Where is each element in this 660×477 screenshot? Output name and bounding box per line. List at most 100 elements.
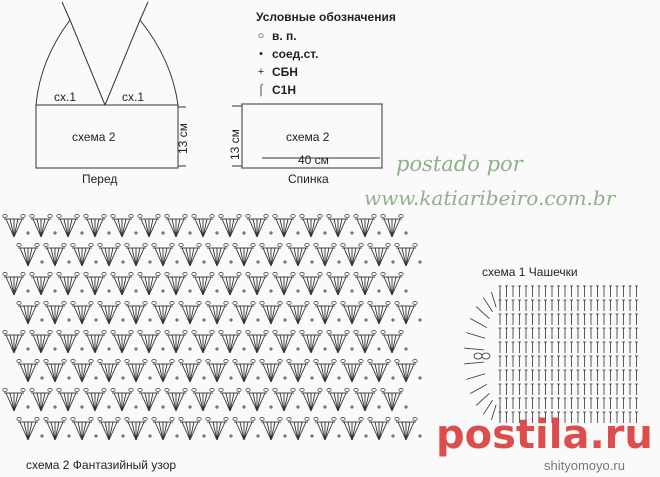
fan-motif (2, 388, 30, 412)
watermark-posted-by: postado por (396, 152, 523, 176)
legend-item-label: соед.ст. (272, 47, 319, 61)
fan-motif (178, 243, 206, 267)
fan-motif (394, 243, 422, 267)
fan-motif (191, 214, 219, 238)
back-width-label: 40 см (298, 153, 329, 167)
cup-row (498, 313, 638, 325)
fan-motif (245, 214, 273, 238)
fan-motif (97, 243, 125, 267)
fan-motif (353, 272, 381, 296)
fan-motif (245, 388, 273, 412)
fan-motif (380, 214, 408, 238)
fan-motif (380, 388, 408, 412)
fan-motif (259, 243, 287, 267)
fan-motif (56, 330, 84, 354)
fan-motif (137, 388, 165, 412)
front-body-label: схема 2 (72, 130, 116, 144)
fan-motif (43, 243, 71, 267)
postila-watermark: postila.ru (436, 412, 653, 458)
legend-item-label: в. п. (272, 29, 297, 43)
fan-motif (326, 330, 354, 354)
fan-motif (340, 243, 368, 267)
cup-row (498, 355, 638, 367)
fan-motif (124, 243, 152, 267)
fan-motif (286, 301, 314, 325)
fan-motif (2, 272, 30, 296)
fan-motif (272, 330, 300, 354)
fan-motif (191, 388, 219, 412)
fan-motif (83, 330, 111, 354)
fan-motif (394, 301, 422, 325)
fan-motif (299, 214, 327, 238)
fan-motif (16, 359, 44, 383)
fan-motif (272, 214, 300, 238)
fan-motif (2, 330, 30, 354)
fan-motif (178, 359, 206, 383)
fan-motif (205, 301, 233, 325)
fan-motif (299, 388, 327, 412)
legend-title: Условные обозначения (256, 10, 396, 24)
fan-motif (29, 388, 57, 412)
fan-motif (70, 359, 98, 383)
double-crochet-symbol-icon: ⌠ (257, 84, 265, 96)
fan-motif (70, 301, 98, 325)
fan-motif (394, 359, 422, 383)
fan-motif (2, 214, 30, 238)
fan-motif (124, 417, 152, 441)
fan-motif (151, 359, 179, 383)
fan-motif (232, 243, 260, 267)
fan-motif (110, 388, 138, 412)
fan-motif (110, 330, 138, 354)
fan-motif (272, 388, 300, 412)
fan-motif (353, 214, 381, 238)
fan-motif (83, 214, 111, 238)
fan-motif (16, 417, 44, 441)
fan-motif (340, 301, 368, 325)
legend-item-slst: • соед.ст. (256, 45, 396, 63)
fan-motif (367, 359, 395, 383)
cup-row (498, 383, 638, 395)
fan-motif (326, 272, 354, 296)
fan-motif (367, 417, 395, 441)
fan-motif (151, 417, 179, 441)
fan-motif (16, 243, 44, 267)
fan-motif (205, 243, 233, 267)
watermark-site: www.katiaribeiro.com.br (364, 186, 616, 210)
cup-row (498, 369, 638, 381)
legend-item-ch: ○ в. п. (256, 27, 396, 45)
fan-motif (218, 214, 246, 238)
legend-item-sc: + СБН (256, 63, 396, 81)
fan-motif (313, 243, 341, 267)
fan-motif (137, 272, 165, 296)
fan-motif (16, 301, 44, 325)
fan-motif (164, 272, 192, 296)
fan-motif (232, 417, 260, 441)
fan-motif (124, 359, 152, 383)
fan-motif (232, 359, 260, 383)
back-body-label: схема 2 (286, 130, 330, 144)
fan-motif (29, 272, 57, 296)
cup-rounded-end (464, 290, 501, 422)
legend-item-label: СБН (272, 65, 298, 79)
fan-motif (70, 243, 98, 267)
legend-item-label: С1Н (272, 83, 297, 97)
fan-motif (56, 272, 84, 296)
fan-motif (313, 301, 341, 325)
fan-motif (259, 417, 287, 441)
site-watermark: shityomoyo.ru (544, 458, 625, 473)
fan-motif (70, 417, 98, 441)
fan-motif (191, 330, 219, 354)
fan-motif (272, 272, 300, 296)
fan-motif (56, 214, 84, 238)
fan-motif (313, 417, 341, 441)
slip-stitch-symbol-icon: • (259, 48, 263, 60)
fan-motif (299, 272, 327, 296)
fan-motif (232, 301, 260, 325)
fan-motif (29, 330, 57, 354)
chain-symbol-icon: ○ (257, 30, 265, 42)
scheme1-title: схема 1 Чашечки (482, 265, 578, 279)
scheme2-title: схема 2 Фантазийный узор (26, 458, 177, 472)
fan-motif (380, 272, 408, 296)
fan-motif (245, 330, 273, 354)
